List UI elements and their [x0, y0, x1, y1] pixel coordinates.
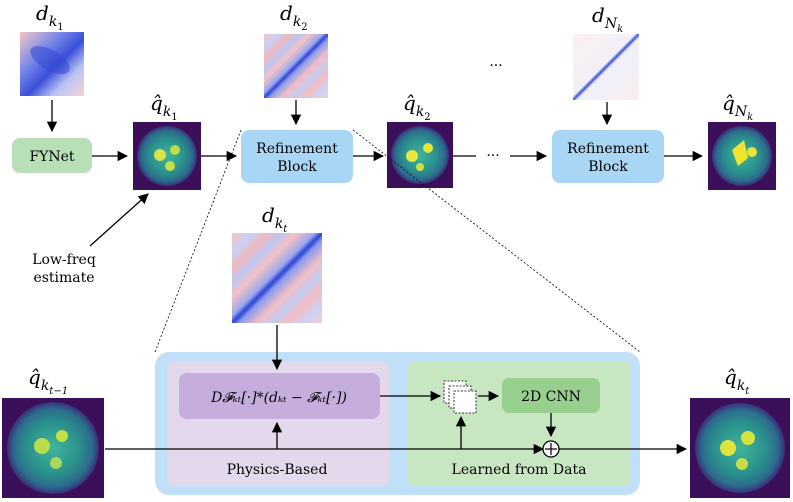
data-image-d-Nk: [573, 34, 639, 100]
refinement-block-1: [241, 130, 353, 183]
label-q-kt-minus-1: q̂kt−1: [28, 365, 68, 397]
image-q-k1-spot: [170, 145, 180, 155]
image-q-k2-spot: [416, 163, 424, 171]
refinement-block-n: [552, 130, 664, 183]
image-q-Nk-spot: [747, 147, 757, 157]
physics-formula: D𝓕ₖₜ[·]*(dₖₜ − 𝓕ₖₜ[·]): [210, 390, 347, 406]
refinement-label-n-line2: Block: [588, 159, 628, 175]
ellipsis-mid: ···: [486, 148, 499, 164]
image-q-kt-minus-1-spot: [34, 438, 50, 454]
physics-label: Physics-Based: [227, 462, 328, 478]
physics-operator-box: [179, 373, 380, 419]
image-q-kt-minus-1-spot: [50, 457, 62, 469]
label-q-k1: q̂k1: [150, 91, 178, 123]
refinement-label-n-line1: Refinement: [567, 141, 649, 157]
data-image-d-kt: [232, 233, 322, 323]
image-q-kt-minus-1-spot: [56, 430, 68, 442]
image-q-k1-disk: [137, 126, 197, 186]
image-q-kt-spot: [720, 440, 736, 456]
label-d-Nk: dNk: [592, 3, 623, 35]
image-q-k2-spot: [406, 150, 418, 162]
label-q-k2: q̂k2: [403, 91, 431, 123]
image-q-kt-disk: [695, 403, 785, 493]
image-q-k1-spot: [165, 161, 175, 171]
label-d-k2: dk2: [280, 1, 308, 33]
refinement-label-1-line2: Block: [277, 159, 317, 175]
image-q-kt-minus-1-disk: [7, 402, 99, 494]
learned-label: Learned from Data: [452, 462, 587, 478]
label-d-k1: dk1: [36, 1, 64, 33]
label-q-kt: q̂kt: [724, 365, 750, 397]
cnn-block: [502, 378, 600, 413]
lowfreq-label-line1: Low-freq: [32, 252, 96, 268]
image-q-k2-spot: [423, 143, 433, 153]
label-d-kt: dkt: [262, 203, 288, 235]
image-q-kt-spot: [741, 431, 755, 445]
zoom-line-right: [352, 129, 641, 353]
fynet-label: FYNet: [29, 149, 74, 165]
arrow-lowfreq-to-q1: [89, 193, 149, 247]
image-q-k1-spot: [154, 149, 166, 161]
data-image-d-k2: [264, 34, 328, 98]
label-q-Nk: q̂Nk: [722, 91, 753, 123]
cnn-label: 2D CNN: [521, 389, 581, 405]
feature-stack-3: [453, 390, 477, 414]
lowfreq-label-line2: estimate: [33, 270, 94, 286]
ellipsis-top: ···: [489, 58, 502, 74]
refinement-label-1-line1: Refinement: [256, 141, 338, 157]
fynet-block: [12, 138, 92, 173]
image-q-Nk-spot: [732, 140, 748, 166]
data-image-d-k1-blob: [30, 46, 70, 74]
image-q-k2-disk: [391, 126, 449, 184]
image-q-kt-spot: [736, 458, 748, 470]
